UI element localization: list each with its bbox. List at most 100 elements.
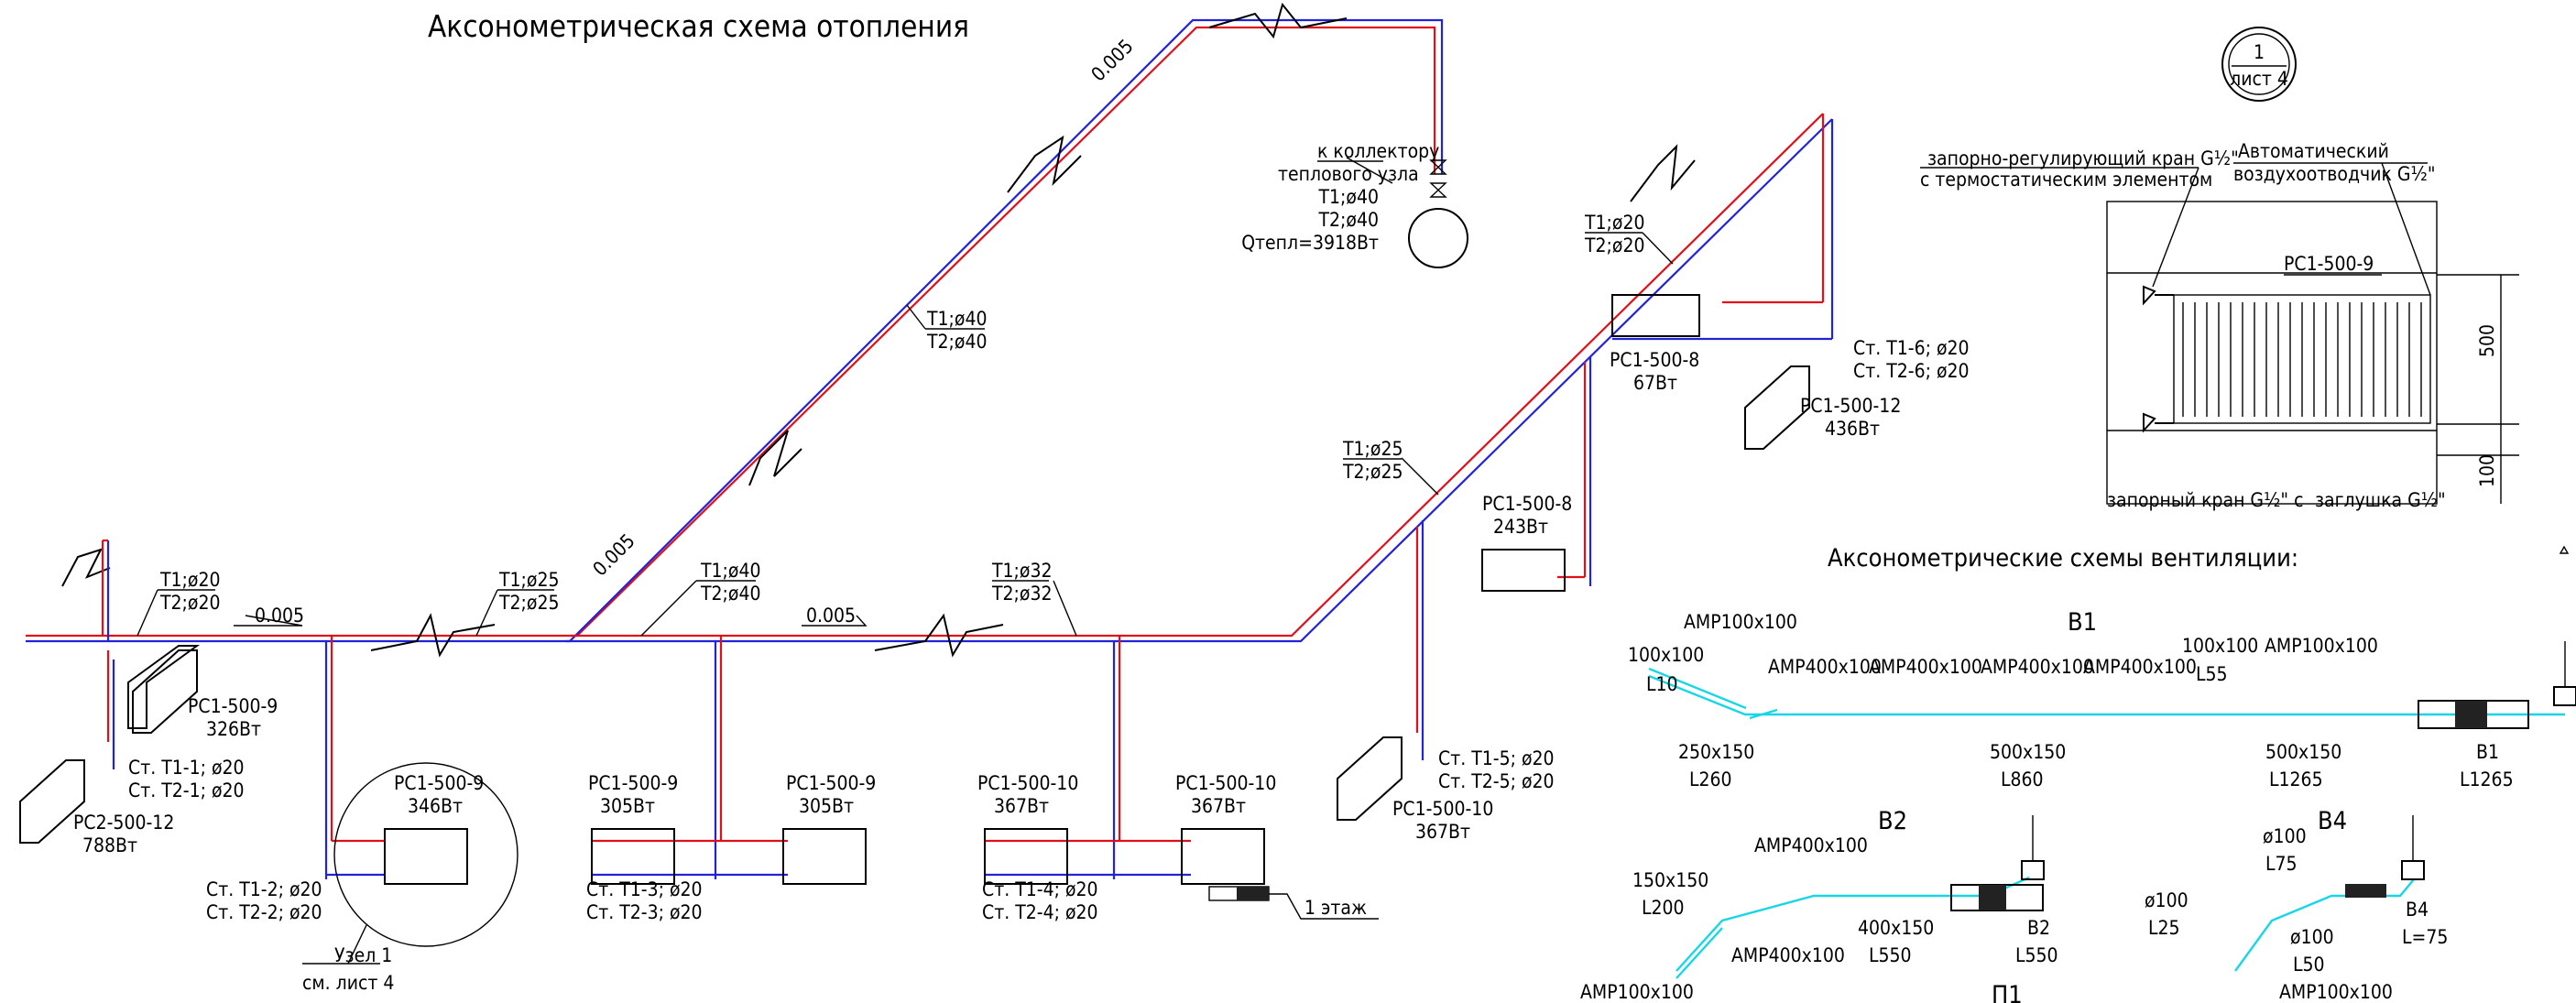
rad-9-model: РС1-500-8 [1482,493,1572,515]
riser-3-t1: Ст. Т1-3; ø20 [586,878,703,900]
rad-5-power: 305Вт [799,795,854,817]
b1-dim4: 500х150 [1990,741,2066,763]
rad-6-power: 367Вт [994,795,1049,817]
slope-label-2: 0.005 [806,605,856,627]
vent-b1: В1 [1648,608,2576,729]
sheet-badge-num: 1 [2254,41,2265,63]
b4-tag-l: L=75 [2402,926,2448,948]
collector-line-2: теплового узла [1278,163,1419,185]
collector-line-4: Т2;ø40 [1317,209,1379,231]
collector-line-3: Т1;ø40 [1317,186,1379,208]
b1-amp5: АМР400х100 [2083,656,2197,678]
b1-l55: L55 [2196,663,2228,685]
vent-label-2: воздухоотводчик G½" [2233,163,2436,185]
collector-line-5: Qтепл=3918Вт [1241,232,1379,254]
pipe-label-p7-t1: Т1;ø20 [1584,212,1645,234]
vent-system-b1: В1 [2068,608,2097,637]
b2-dim1: 150х150 [1632,869,1708,891]
riser-2-t2: Ст. Т2-2; ø20 [206,901,322,923]
b2-tag: В2 [2027,917,2050,939]
rad-10-power: 67Вт [1633,372,1677,394]
rad-7-power: 367Вт [1191,795,1246,817]
rad-3-power: 346Вт [408,795,463,817]
b1-l1265: L1265 [2269,769,2323,790]
pipe-label-p3-t2: Т2;ø40 [700,583,761,605]
rad-7-model: РС1-500-10 [1175,772,1276,794]
b2-dim2: 400х150 [1858,917,1934,939]
valve-label-2: с термостатическим элементом [1920,169,2212,191]
dim-100: 100 [2476,454,2498,487]
b1-amp6: АМР100х100 [2265,635,2378,657]
rad-1-power: 326Вт [206,718,261,740]
b1-tag-l: L1265 [2460,769,2514,790]
vent-b2: В2 [1675,807,2045,979]
b4-tag: В4 [2406,899,2429,921]
b1-l10: L10 [1646,673,1678,695]
rad-1-model: РС1-500-9 [188,695,278,717]
main-pipe [26,2,1833,658]
node-1-label: Узел 1 [334,944,392,966]
heating-title: Аксонометрическая схема отопления [428,8,969,44]
b2-amp2: АМР400х100 [1731,944,1845,966]
rad-11-model: РС1-500-12 [1800,395,1901,417]
rad-4-model: РС1-500-9 [588,772,678,794]
sheet-badge: 1 лист 4 [2221,27,2297,102]
pipe-label-p6-t2: Т2;ø25 [1342,461,1403,483]
radiator-346 [384,828,468,885]
rad-5-model: РС1-500-9 [786,772,876,794]
b2-amp1: АМР400х100 [1754,834,1868,856]
rad-8-model: РС1-500-10 [1392,798,1493,820]
rad-2-model: РС2-500-12 [73,812,174,834]
plug-label: заглушка G½" [2315,489,2446,511]
b4-l50: L50 [2293,954,2325,976]
vent-label-1: Автоматический [2238,140,2389,162]
collector-circle [1408,208,1468,268]
sheet-badge-sheet: лист 4 [2230,68,2288,90]
riser-1-t2: Ст. Т2-1; ø20 [128,780,245,801]
vent-b4: В4 [2234,807,2425,972]
ventilation-title: Аксонометрические схемы вентиляции: [1828,544,2298,572]
riser-4-t2: Ст. Т2-4; ø20 [982,901,1098,923]
b1-amp4: АМР400х100 [1981,656,2094,678]
collector-valve-icon [1429,159,1447,198]
riser-4-t1: Ст. Т1-4; ø20 [982,878,1098,900]
pipe-label-p3-t1: Т1;ø40 [700,560,761,582]
pipe-label-p1-t1: Т1;ø20 [159,569,221,591]
b4-d2: ø100 [2145,889,2189,911]
pipe-label-p2-t1: Т1;ø25 [498,569,560,591]
riser-6-t1: Ст. Т1-6; ø20 [1853,337,1970,359]
slope-label-3: 0.005 [589,529,639,580]
shutoff-valve-icon [2143,412,2156,433]
b4-d1: ø100 [2263,825,2307,847]
b1-l260: L260 [1689,769,1732,790]
slope-label-4: 0.005 [1087,35,1138,85]
riser-2-t1: Ст. Т1-2; ø20 [206,878,322,900]
pipe-label-p6-t1: Т1;ø25 [1342,438,1403,460]
b1-amp2: АМР400х100 [1768,656,1882,678]
radiator-detail [2106,201,2519,505]
rad-4-power: 305Вт [600,795,655,817]
collector-label: к коллектору теплового узла Т1;ø40 Т2;ø4… [1241,140,1439,254]
collector-line-1: к коллектору [1317,140,1439,162]
riser-5-t1: Ст. Т1-5; ø20 [1438,747,1555,769]
rad-10-model: РС1-500-8 [1610,349,1699,371]
pipe-label-p4-t1: Т1;ø32 [991,560,1053,582]
b1-amp3: АМР400х100 [1869,656,1982,678]
thermo-valve-icon [2143,285,2156,306]
b1-tag: В1 [2476,741,2499,763]
detail-radiator-label: РС1-500-9 [2284,253,2374,275]
b1-dim3: 250х150 [1678,741,1754,763]
pipe-label-p4-t2: Т2;ø32 [991,583,1053,605]
pipe-label-p5-t1: Т1;ø40 [926,308,988,330]
riser-6-t2: Ст. Т2-6; ø20 [1853,360,1970,382]
rad-11-power: 436Вт [1825,418,1880,440]
b1-dim2: 100х100 [1628,644,1704,666]
vent-system-b4: В4 [2318,807,2347,835]
pipe-label-p5-t2: Т2;ø40 [926,331,988,353]
b1-dim5: 500х150 [2265,741,2341,763]
node-1-sheet: см. лист 4 [302,972,394,994]
b4-l25: L25 [2148,917,2180,939]
risers [324,114,1834,879]
pipe-label-p2-t2: Т2;ø25 [498,592,560,614]
